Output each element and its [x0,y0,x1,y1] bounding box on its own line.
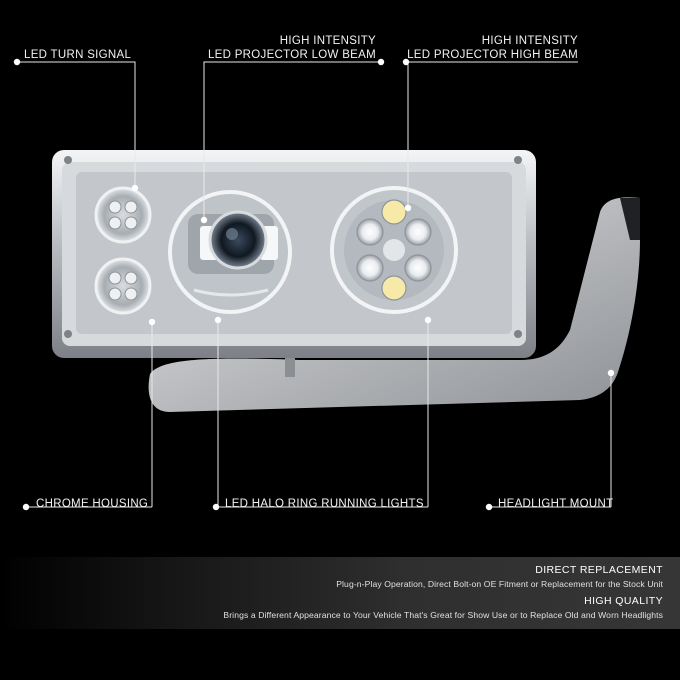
feature-description-high-quality: Brings a Different Appearance to Your Ve… [223,610,663,620]
feature-heading-high-quality: HIGH QUALITY [584,595,663,607]
callout-headlight-mount: HEADLIGHT MOUNT [498,498,614,510]
mount-stud [285,345,295,377]
high-beam-projector [330,186,458,314]
mount-arm-shadow [620,198,640,240]
callout-high-beam-line2: LED PROJECTOR HIGH BEAM [407,49,578,61]
callout-low-beam-line2: LED PROJECTOR LOW BEAM [207,49,376,61]
feature-heading-direct-replacement: DIRECT REPLACEMENT [535,564,663,576]
low-beam-projector [168,190,292,314]
callout-turn-signal: LED TURN SIGNAL [24,49,132,61]
mount-arm-shape [148,197,640,412]
callout-chrome-housing: CHROME HOUSING [36,498,149,510]
callout-halo-ring: LED HALO RING RUNNING LIGHTS [225,498,424,510]
turn-signal-pods [94,186,152,315]
callout-dots [13,58,615,511]
feature-description-direct-replacement: Plug-n-Play Operation, Direct Bolt-on OE… [336,579,663,589]
callout-high-beam-line1: HIGH INTENSITY [481,35,578,47]
feature-banner: DIRECT REPLACEMENT Plug-n-Play Operation… [0,557,680,629]
callout-low-beam-line1: HIGH INTENSITY [279,35,376,47]
callout-lines [20,61,612,508]
